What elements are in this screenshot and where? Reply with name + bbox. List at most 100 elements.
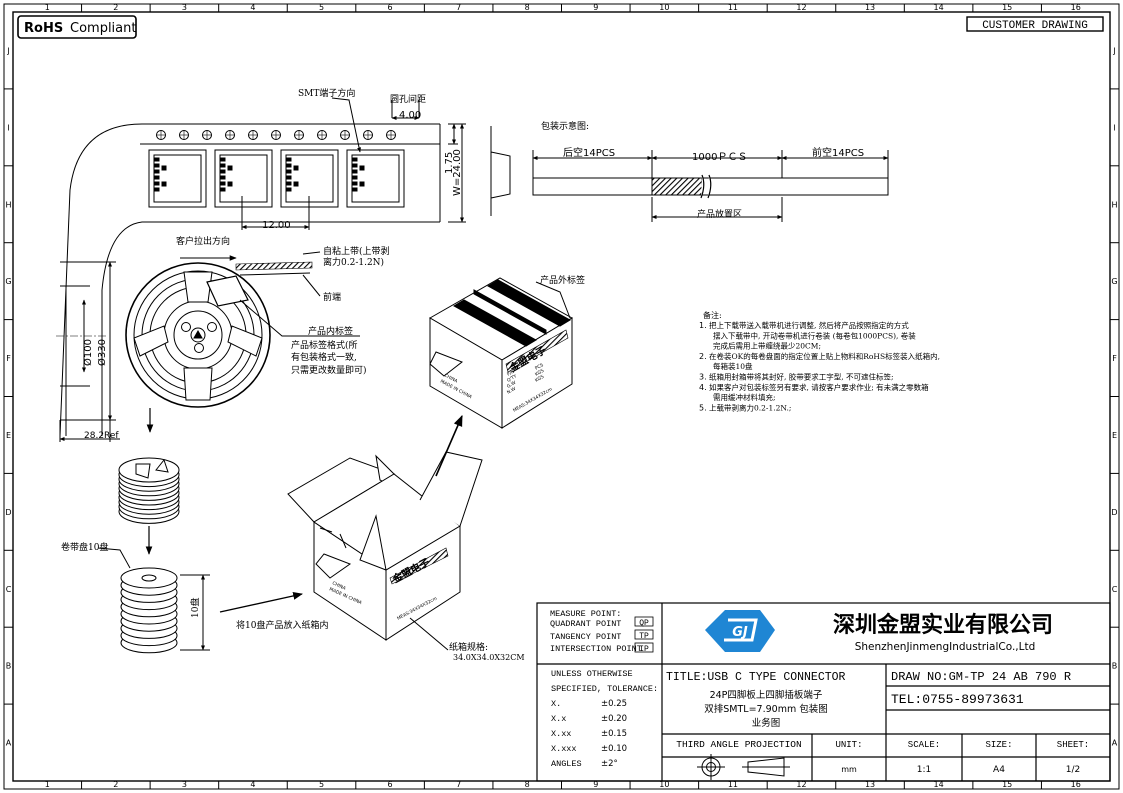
- column-label: 8: [525, 3, 530, 12]
- note-line: 摆入下载带中, 开动卷带机进行卷装 (每卷包1000PCS), 卷装: [713, 330, 916, 340]
- unit-value: mm: [841, 765, 857, 774]
- tp-code: TP: [639, 632, 649, 641]
- column-label: 12: [796, 3, 806, 12]
- note-line: 如果客户对包装标签另有要求, 请按客户要求作业; 有未满之零数箱: [709, 382, 929, 392]
- trailer-empty-label: 前空14PCS: [812, 146, 864, 159]
- row-label: F: [6, 354, 11, 363]
- description-line-3: 业务图: [752, 717, 781, 729]
- pitch-value: 12.00: [262, 220, 291, 231]
- cover-tape-label-1: 自粘上带(上带剥: [323, 245, 390, 257]
- note-line: 把上下载带送入载带机进行调整, 然后将产品按照指定的方式: [709, 320, 909, 330]
- row-label: H: [1111, 200, 1117, 209]
- unless-otherwise-label: UNLESS OTHERWISE: [551, 669, 633, 679]
- tape-pocket: [214, 149, 273, 208]
- reel-stack-bottom: [120, 567, 178, 654]
- row-label: C: [6, 585, 12, 594]
- note-number: 4.: [699, 383, 707, 392]
- measure-point-label: MEASURE POINT:: [550, 609, 621, 619]
- rohs-badge: RoHS Compliant: [17, 15, 137, 39]
- column-label: 12: [796, 780, 806, 789]
- column-label: 4: [250, 3, 255, 12]
- stack-height-label: 10盘: [189, 598, 201, 618]
- label-note-1: 产品标签格式(所: [291, 339, 358, 351]
- label-note-3: 只需更改数量即可): [291, 364, 367, 376]
- carton-field-label: N.W: [506, 386, 517, 396]
- tolerance-value: ±2°: [601, 759, 618, 769]
- title-block: [536, 602, 1111, 782]
- company-logo: GJ: [705, 610, 775, 652]
- column-label: 4: [250, 780, 255, 789]
- column-label: 16: [1071, 3, 1081, 12]
- column-label: 11: [728, 3, 738, 12]
- column-label: 10: [659, 3, 669, 12]
- tangency-point-label: TANGENCY POINT: [550, 632, 621, 642]
- sheet-value: 1/2: [1066, 765, 1080, 775]
- drawing-number: DRAW NO:GM-TP 24 AB 790 R: [891, 670, 1071, 684]
- packing-schematic-title: 包装示意图:: [541, 120, 589, 132]
- carton-size-value: 34.0X34.0X32CM: [453, 653, 525, 662]
- column-label: 9: [593, 780, 598, 789]
- leader-empty-label: 后空14PCS: [563, 146, 615, 159]
- tolerance-value: ±0.15: [601, 729, 627, 739]
- telephone: TEL:0755-89973631: [891, 692, 1024, 707]
- column-label: 2: [113, 3, 118, 12]
- reel-stack-top: [118, 457, 180, 524]
- outer-label-title: 产品外标签: [540, 274, 585, 286]
- tolerance-value: ±0.10: [601, 744, 627, 754]
- edge-distance-value: 1.75: [444, 152, 455, 174]
- column-label: 15: [1002, 3, 1012, 12]
- tolerance-key: X.x: [551, 714, 566, 724]
- unit-label: UNIT:: [835, 740, 862, 750]
- company-name-en: ShenzhenJinmengIndustrialCo.,Ltd: [855, 641, 1036, 653]
- drawing-type-badge: CUSTOMER DRAWING: [966, 16, 1104, 32]
- note-line: 完成后需用上带缠绕最少20CM;: [713, 341, 821, 351]
- sheet-label: SHEET:: [1057, 740, 1089, 750]
- company-name-cn: 深圳金盟实业有限公司: [833, 612, 1053, 638]
- row-label: G: [5, 277, 11, 286]
- column-label: 2: [113, 780, 118, 789]
- inner-label-title: 产品内标签: [308, 325, 353, 337]
- stack-annotations: [97, 526, 303, 651]
- ip-code: IP: [639, 645, 649, 654]
- carton-field-unit: KGS: [534, 374, 545, 384]
- reels-count-label: 卷带盘10盘: [61, 541, 108, 553]
- rohs-text: RoHS: [24, 21, 63, 36]
- smt-direction-label: SMT端子方向: [298, 87, 355, 99]
- qp-code: QP: [639, 619, 649, 628]
- quadrant-point-label: QUADRANT POINT: [550, 619, 621, 629]
- row-label: A: [1112, 739, 1118, 748]
- cover-tape-label-2: 离力0.2-1.2N): [323, 256, 384, 268]
- tolerance-value: ±0.20: [601, 714, 627, 724]
- tolerance-key: X.xx: [551, 729, 571, 739]
- tolerance-key: X.: [551, 699, 561, 709]
- reel-width-value: 28.2Ref: [84, 431, 119, 441]
- column-label: 10: [659, 780, 669, 789]
- notes-block: 备注: 1.把上下载带送入载带机进行调整, 然后将产品按照指定的方式摆入下载带中…: [699, 310, 940, 412]
- column-label: 5: [319, 780, 324, 789]
- row-label: G: [1111, 277, 1117, 286]
- note-number: 5.: [699, 403, 707, 412]
- column-ticks: 1122334455667788991010111112121313141415…: [45, 3, 1081, 789]
- tolerance-key: ANGLES: [551, 759, 582, 769]
- column-label: 14: [934, 3, 944, 12]
- note-number: 2.: [699, 352, 707, 361]
- pack-instruction: 将10盘产品放入纸箱内: [236, 619, 328, 631]
- column-label: 3: [182, 3, 187, 12]
- tolerance-value: ±0.25: [601, 699, 627, 709]
- carton-field-unit: PCS: [534, 362, 545, 372]
- tolerance-key: X.xxx: [551, 744, 577, 754]
- hole-pitch-value: 4.00: [399, 110, 421, 121]
- note-number: 3.: [699, 373, 707, 382]
- carton-field-unit: KGS: [534, 368, 545, 378]
- row-label: J: [6, 46, 9, 55]
- note-line: 在卷装OK的每卷盘面的指定位置上贴上物料和RoHS标签装入纸箱内,: [709, 351, 940, 361]
- row-label: J: [1112, 46, 1115, 55]
- tolerance-list: X. ±0.25X.x ±0.20X.xx ±0.15X.xxx ±0.10ANGLES…: [551, 699, 627, 769]
- size-value: A4: [993, 765, 1005, 775]
- projection-label: THIRD ANGLE PROJECTION: [676, 739, 801, 750]
- row-label: D: [1111, 508, 1117, 517]
- tolerance-label: SPECIFIED, TOLERANCE:: [551, 684, 658, 694]
- row-label: I: [7, 123, 9, 132]
- row-label: H: [5, 200, 11, 209]
